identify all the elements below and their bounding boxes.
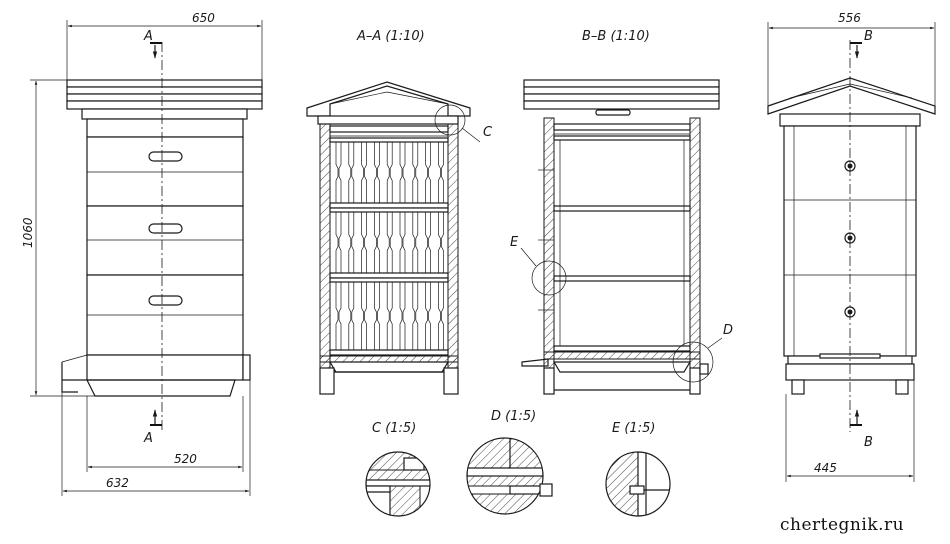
side-view: B B 556 445 [767,11,936,482]
frame-bar [386,212,393,273]
section-mark-a-top: A [143,29,153,44]
section-mark-b-top: B [864,29,873,44]
frame-bar [438,142,444,203]
detail-d-title: D (1:5) [491,409,536,424]
frame-bar [361,212,367,273]
section-bb: B–B (1:10) E [510,29,733,395]
dim-base-inner: 520 [174,452,197,466]
detail-mark-c: C [483,125,493,140]
section-aa-title: A–A (1:10) [356,29,425,44]
dim-base-outer: 632 [106,476,129,490]
frame-bar [412,282,419,350]
detail-mark-e: E [510,235,519,250]
frame-bar [425,282,431,350]
frame-bar [412,142,419,203]
frame-bar [361,282,367,350]
detail-e-title: E (1:5) [612,421,655,436]
dim-height: 1060 [21,217,35,248]
frame-bar [399,282,406,350]
frame-bar [399,142,406,203]
frame-bar [335,282,342,350]
site-watermark: chertegnik.ru [780,515,904,535]
detail-c: C (1:5) [365,421,431,517]
detail-e: E (1:5) [605,421,671,517]
frame-bar [374,282,380,350]
frame-bar [386,282,393,350]
frame-bar [374,212,380,273]
section-mark-a-bottom: A [143,431,153,446]
front-view: A A 650 1060 520 632 [21,11,263,496]
section-aa: A–A (1:10) C [306,29,493,395]
frame-bar [438,282,444,350]
frame-bar [348,212,355,273]
detail-c-title: C (1:5) [372,421,416,436]
frame-bar [348,282,355,350]
section-mark-b-bottom: B [864,435,873,450]
frame-bar [438,212,444,273]
dim-side-bottom: 445 [814,461,837,475]
frame-bar [361,142,367,203]
frame-bar [412,212,419,273]
frame-bar [425,142,431,203]
frames-row-3 [329,277,449,356]
dim-side-top: 556 [838,11,861,25]
detail-d: D (1:5) [466,409,553,515]
frame-bar [335,212,342,273]
frame-bar [399,212,406,273]
frame-bar [348,142,355,203]
dim-top-width: 650 [192,11,215,25]
section-bb-title: B–B (1:10) [582,29,650,44]
detail-mark-d: D [723,323,733,338]
frame-bar [386,142,393,203]
frame-bar [335,142,342,203]
frame-bar [374,142,380,203]
frame-bars [335,142,444,350]
frame-bar [425,212,431,273]
